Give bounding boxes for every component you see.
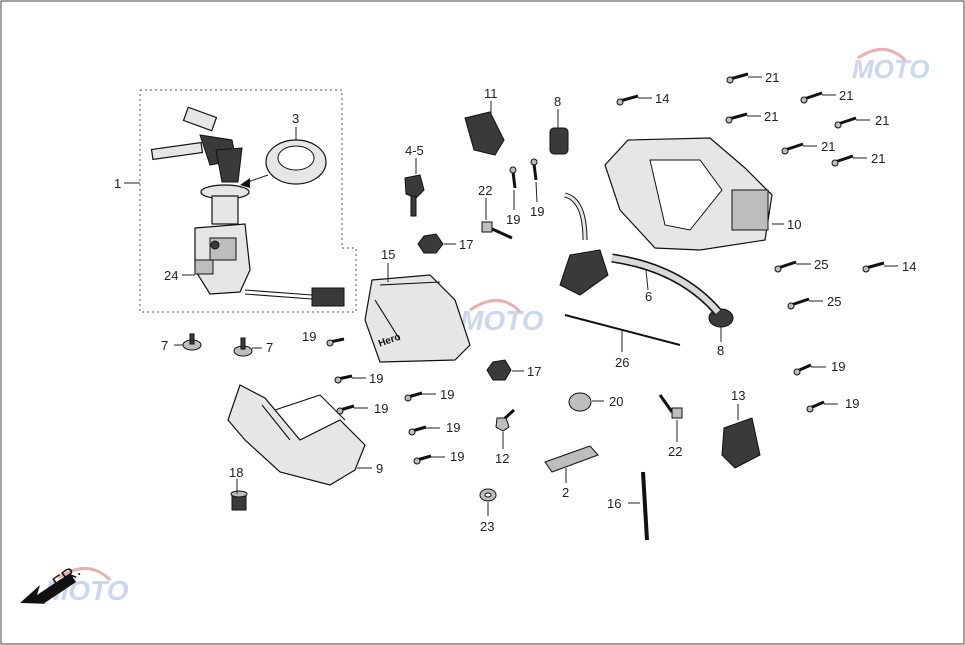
callout-25b: 25 (827, 294, 841, 309)
ignition-switch-assembly (150, 106, 345, 307)
grip-8-top (549, 127, 569, 155)
callout-7-right: 7 (266, 340, 273, 355)
handle-switch (464, 111, 505, 156)
callout-25a: 25 (814, 257, 828, 272)
callout-19f: 19 (450, 449, 464, 464)
callout-22-left: 22 (478, 183, 492, 198)
callout-4-5: 4-5 (405, 143, 424, 158)
callout-10: 10 (787, 217, 801, 232)
callout-21e: 21 (821, 139, 835, 154)
screw-21c (800, 91, 823, 104)
watermark-top-right: MOTO (852, 48, 930, 84)
grommet-20 (568, 392, 592, 412)
switch-body-24 (194, 259, 214, 275)
bolt-18 (230, 490, 248, 511)
callout-19c: 19 (374, 401, 388, 416)
screw-19a (326, 337, 345, 347)
callout-17-top: 17 (459, 237, 473, 252)
rod-16 (641, 471, 649, 541)
callout-21f: 21 (871, 151, 885, 166)
callout-labels: 1 2 3 4-5 6 7 7 8 8 9 10 11 12 13 14 14 … (114, 70, 916, 534)
connector-13 (721, 417, 761, 469)
callout-21c: 21 (839, 88, 853, 103)
bolt-22-right (658, 394, 683, 419)
screw-19g (509, 166, 517, 189)
screw-7-left (182, 333, 202, 351)
callout-19b: 19 (369, 371, 383, 386)
watermark-text: MOTO (852, 54, 930, 84)
callout-19a: 19 (302, 329, 316, 344)
callout-19d: 19 (440, 387, 454, 402)
callout-8-bottom: 8 (717, 343, 724, 358)
screw-19b (334, 374, 353, 384)
bolt-12 (495, 408, 516, 432)
callout-13: 13 (731, 388, 745, 403)
visor-windshield: Hero (364, 274, 471, 363)
screw-21a (726, 72, 749, 84)
callout-2: 2 (562, 485, 569, 500)
nut-17-top (417, 233, 444, 254)
callout-9: 9 (376, 461, 383, 476)
callout-19i: 19 (831, 359, 845, 374)
screw-14b (862, 261, 885, 273)
throttle-handlebar (559, 192, 722, 315)
key-cover-ring (240, 139, 327, 188)
screw-19j (806, 400, 825, 413)
callout-7-left: 7 (161, 338, 168, 353)
key (404, 174, 425, 217)
screw-14a (616, 94, 639, 106)
callout-19g: 19 (506, 212, 520, 227)
screw-21e (781, 142, 804, 155)
watermark-text: MOTO (460, 305, 544, 336)
callout-19h: 19 (530, 204, 544, 219)
callout-18: 18 (229, 465, 243, 480)
callout-19j: 19 (845, 396, 859, 411)
callout-21d: 21 (875, 113, 889, 128)
washer-23 (479, 488, 497, 502)
screw-19h (530, 158, 538, 181)
callout-20: 20 (609, 394, 623, 409)
callout-23: 23 (480, 519, 494, 534)
screw-25a (774, 260, 797, 273)
handlebar-upper-cover (604, 137, 773, 251)
screw-19c (336, 404, 355, 415)
callout-22-right: 22 (668, 444, 682, 459)
ignition-group-box (139, 89, 357, 313)
screw-21f (831, 154, 854, 167)
nut-17-bottom (486, 359, 512, 381)
callout-6: 6 (645, 289, 652, 304)
callout-19e: 19 (446, 420, 460, 435)
front-lower-cover (227, 384, 366, 486)
callout-8-top: 8 (554, 94, 561, 109)
callout-17-bottom: 17 (527, 364, 541, 379)
screw-19f (413, 454, 432, 465)
screw-21b (725, 112, 748, 124)
screw-19e (408, 425, 427, 436)
front-arrow-icon (20, 573, 76, 604)
watermark-center: MOTO (460, 299, 544, 336)
bolt-22-left (481, 221, 513, 240)
screw-19d (404, 391, 423, 402)
bracket-2 (544, 445, 599, 473)
callout-21a: 21 (765, 70, 779, 85)
callout-15: 15 (381, 247, 395, 262)
callout-26: 26 (615, 355, 629, 370)
screw-25b (787, 297, 810, 310)
leader-lines (124, 76, 898, 516)
callout-16: 16 (607, 496, 621, 511)
callout-21b: 21 (764, 109, 778, 124)
screw-19i (793, 363, 812, 376)
callout-1: 1 (114, 176, 121, 191)
callout-11: 11 (484, 86, 498, 101)
callout-14-right: 14 (902, 259, 916, 274)
callout-3: 3 (292, 111, 299, 126)
callout-12: 12 (495, 451, 509, 466)
callout-14-top: 14 (655, 91, 669, 106)
screw-21d (834, 116, 857, 129)
callout-24: 24 (164, 268, 178, 283)
screw-7-right (233, 337, 253, 357)
